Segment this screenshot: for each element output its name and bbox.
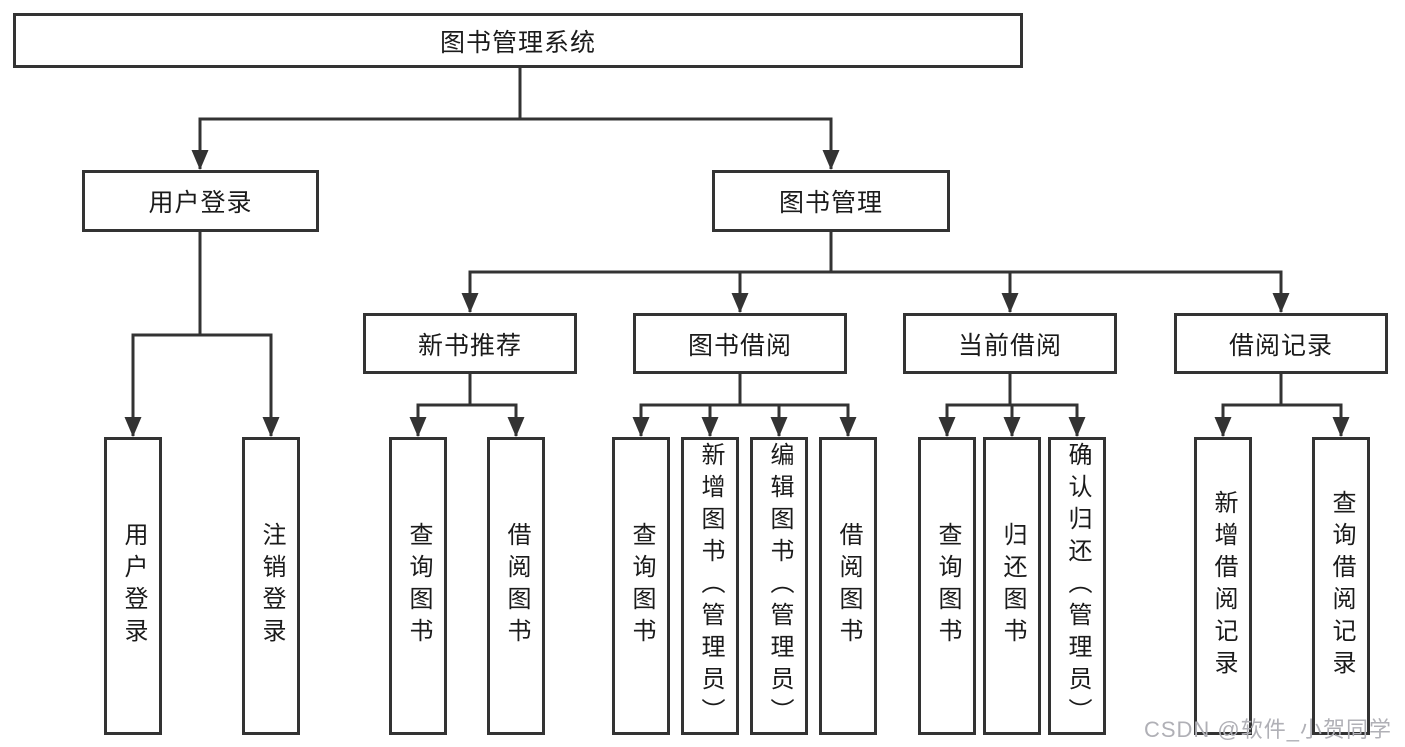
leaf-br-query-record: 查询借阅记录 (1312, 437, 1370, 735)
leaf-bb-edit-book-admin: 编辑图书（管理员） (750, 437, 808, 735)
leaf-nb-borrow-book: 借阅图书 (487, 437, 545, 735)
node-book-management: 图书管理 (712, 170, 950, 232)
leaf-cb-confirm-return-admin: 确认归还（管理员） (1048, 437, 1106, 735)
leaf-br-add-record: 新增借阅记录 (1194, 437, 1252, 735)
node-current-borrow: 当前借阅 (903, 313, 1117, 374)
leaf-cb-return-book: 归还图书 (983, 437, 1041, 735)
leaf-user-login: 用户登录 (104, 437, 162, 735)
leaf-cb-query-book: 查询图书 (918, 437, 976, 735)
node-user-login: 用户登录 (82, 170, 319, 232)
leaf-bb-add-book-admin: 新增图书（管理员） (681, 437, 739, 735)
leaf-bb-query-book: 查询图书 (612, 437, 670, 735)
node-new-book-recommend: 新书推荐 (363, 313, 577, 374)
csdn-watermark: CSDN @软件_小贺同学 (1143, 717, 1392, 742)
leaf-nb-query-book: 查询图书 (389, 437, 447, 735)
leaf-bb-borrow-book: 借阅图书 (819, 437, 877, 735)
node-borrow-records: 借阅记录 (1174, 313, 1388, 374)
leaf-logout: 注销登录 (242, 437, 300, 735)
node-library-management-system: 图书管理系统 (13, 13, 1023, 68)
node-book-borrow: 图书借阅 (633, 313, 847, 374)
